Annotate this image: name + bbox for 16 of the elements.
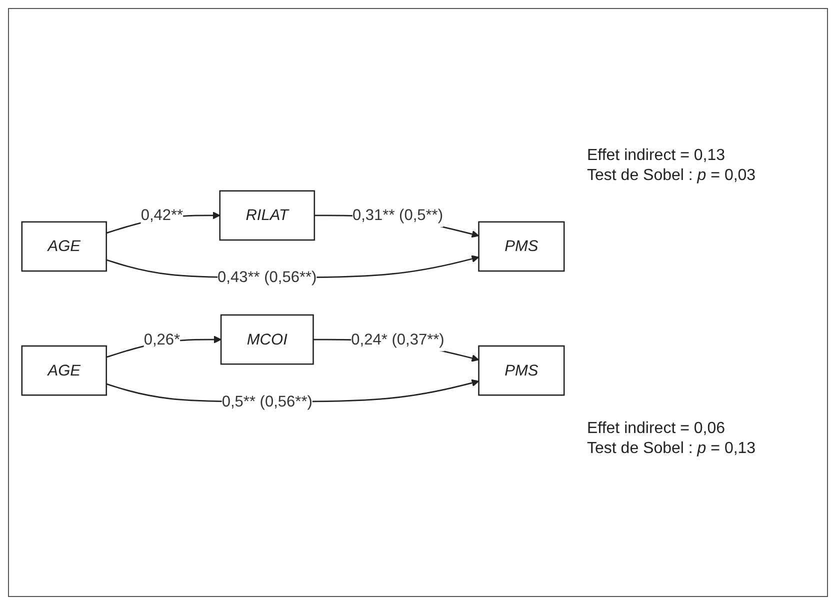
node-box: PMS — [478, 346, 565, 396]
node-box: PMS — [478, 222, 565, 272]
node-box: AGE — [21, 346, 107, 396]
edge-label: 0,42** — [140, 206, 184, 224]
annotation-text: Effet indirect = 0,06 — [587, 420, 726, 438]
annotation-text: Effet indirect = 0,13 — [587, 146, 726, 165]
node-box: MCOI — [220, 314, 314, 366]
edge-label: 0,43** (0,56**) — [218, 268, 317, 286]
node-box: RILAT — [219, 190, 316, 242]
annotation-text: Test de Sobel : p = 0,13 — [587, 440, 757, 458]
edge-label: 0,31** (0,5**) — [352, 206, 444, 224]
annotation-text: Test de Sobel : p = 0,03 — [587, 166, 757, 185]
edge-label: 0,5** (0,56**) — [222, 392, 312, 410]
node-box: AGE — [21, 222, 107, 272]
edge-label: 0,26* — [144, 330, 180, 348]
edge-label: 0,24* (0,37**) — [351, 330, 444, 348]
